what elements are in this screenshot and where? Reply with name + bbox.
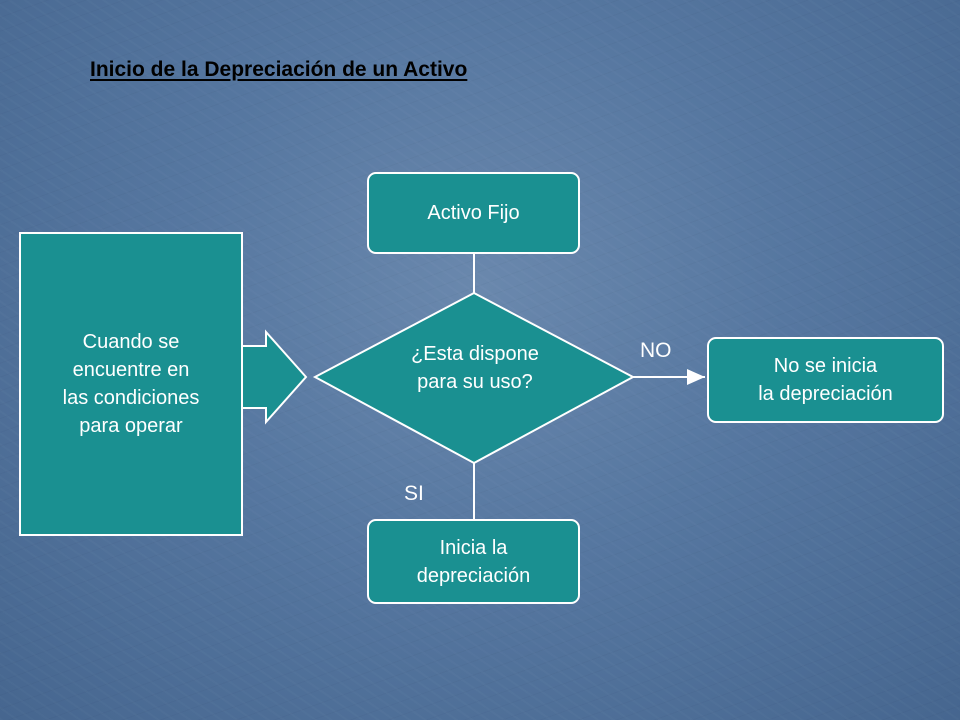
- no-result-text: No se inicia la depreciación: [758, 355, 893, 405]
- condition-box: Cuando se encuentre en las condiciones p…: [19, 232, 243, 536]
- condition-block-arrow: [241, 329, 308, 425]
- yes-result-node: Inicia la depreciación: [367, 519, 580, 604]
- start-node-text: Activo Fijo: [427, 202, 520, 224]
- condition-box-text: Cuando se encuentre en las condiciones p…: [62, 331, 200, 437]
- yes-label: SI: [404, 482, 424, 505]
- start-node-activo-fijo: Activo Fijo: [367, 172, 580, 254]
- slide-title: Inicio de la Depreciación de un Activo: [90, 58, 468, 81]
- yes-result-text: Inicia la depreciación: [416, 536, 531, 587]
- no-result-node: No se inicia la depreciación: [707, 337, 944, 423]
- decision-text: ¿Esta dispone para su uso?: [411, 343, 539, 393]
- no-label: NO: [640, 339, 672, 362]
- decision-diamond: [312, 291, 636, 465]
